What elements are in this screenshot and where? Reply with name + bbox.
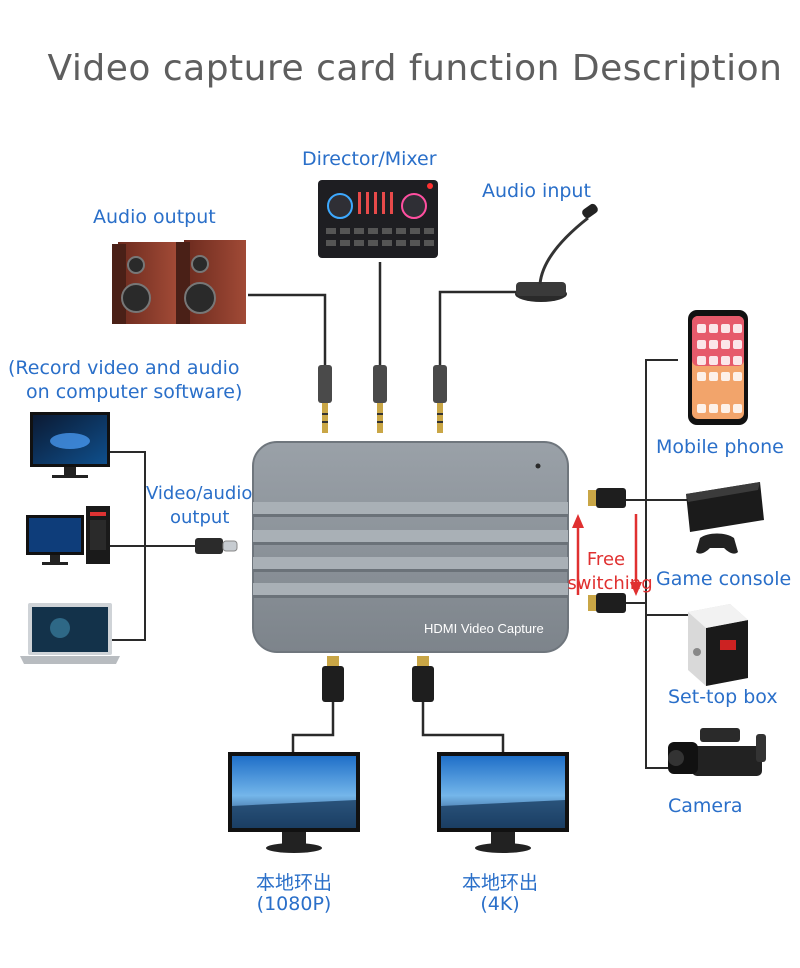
hdmi-plug-icon	[588, 593, 626, 613]
free-label: Free	[586, 549, 626, 570]
switching-arrows	[572, 514, 642, 596]
device-label: HDMI Video Capture	[424, 621, 544, 636]
switching-label: switching	[567, 573, 653, 594]
director-mixer-label: Director/Mixer	[302, 148, 437, 170]
hdmi-capture-device	[252, 441, 569, 653]
audio-jack-icon	[318, 365, 332, 433]
video-audio-output-line2: output	[170, 507, 230, 528]
audio-jack-icon	[433, 365, 447, 433]
game-console-label: Game console	[656, 568, 792, 590]
record-note-line1: (Record video and audio	[8, 357, 240, 379]
mixer-icon	[318, 180, 438, 258]
hdmi-plug-icon	[322, 656, 344, 702]
laptop-icon	[20, 603, 120, 664]
usb-c-plug-icon	[195, 538, 238, 554]
video-camera-icon	[668, 728, 766, 776]
desktop-pc-icon	[26, 506, 110, 565]
camera-label: Camera	[668, 795, 743, 817]
set-top-box-icon	[688, 604, 748, 686]
monitor1-label-line1: 本地环出	[255, 872, 332, 894]
speakers-icon	[112, 240, 246, 324]
monitor-icon	[30, 412, 110, 478]
audio-jack-icon	[373, 365, 387, 433]
video-audio-output-line1: Video/audio	[146, 483, 253, 504]
hdmi-plug-icon	[588, 488, 626, 508]
monitor-icon	[437, 752, 569, 853]
audio-input-cable	[438, 290, 530, 365]
microphone-icon	[515, 203, 598, 302]
hdmi-plug-icon	[412, 656, 434, 702]
mobile-phone-label: Mobile phone	[656, 436, 784, 458]
audio-output-cable	[248, 293, 327, 365]
monitor-icon	[228, 752, 360, 853]
page-title: Video capture card function Description	[47, 48, 783, 89]
monitor1-label-line2: (1080P)	[256, 893, 332, 915]
monitor2-label-line1: 本地环出	[461, 872, 538, 894]
audio-output-label: Audio output	[93, 206, 216, 228]
set-top-box-label: Set-top box	[668, 686, 778, 708]
monitor2-label-line2: (4K)	[480, 893, 520, 915]
smartphone-icon	[688, 310, 748, 425]
audio-input-label: Audio input	[482, 180, 591, 202]
record-note-line2: on computer software)	[26, 381, 243, 403]
game-console-icon	[686, 482, 764, 554]
